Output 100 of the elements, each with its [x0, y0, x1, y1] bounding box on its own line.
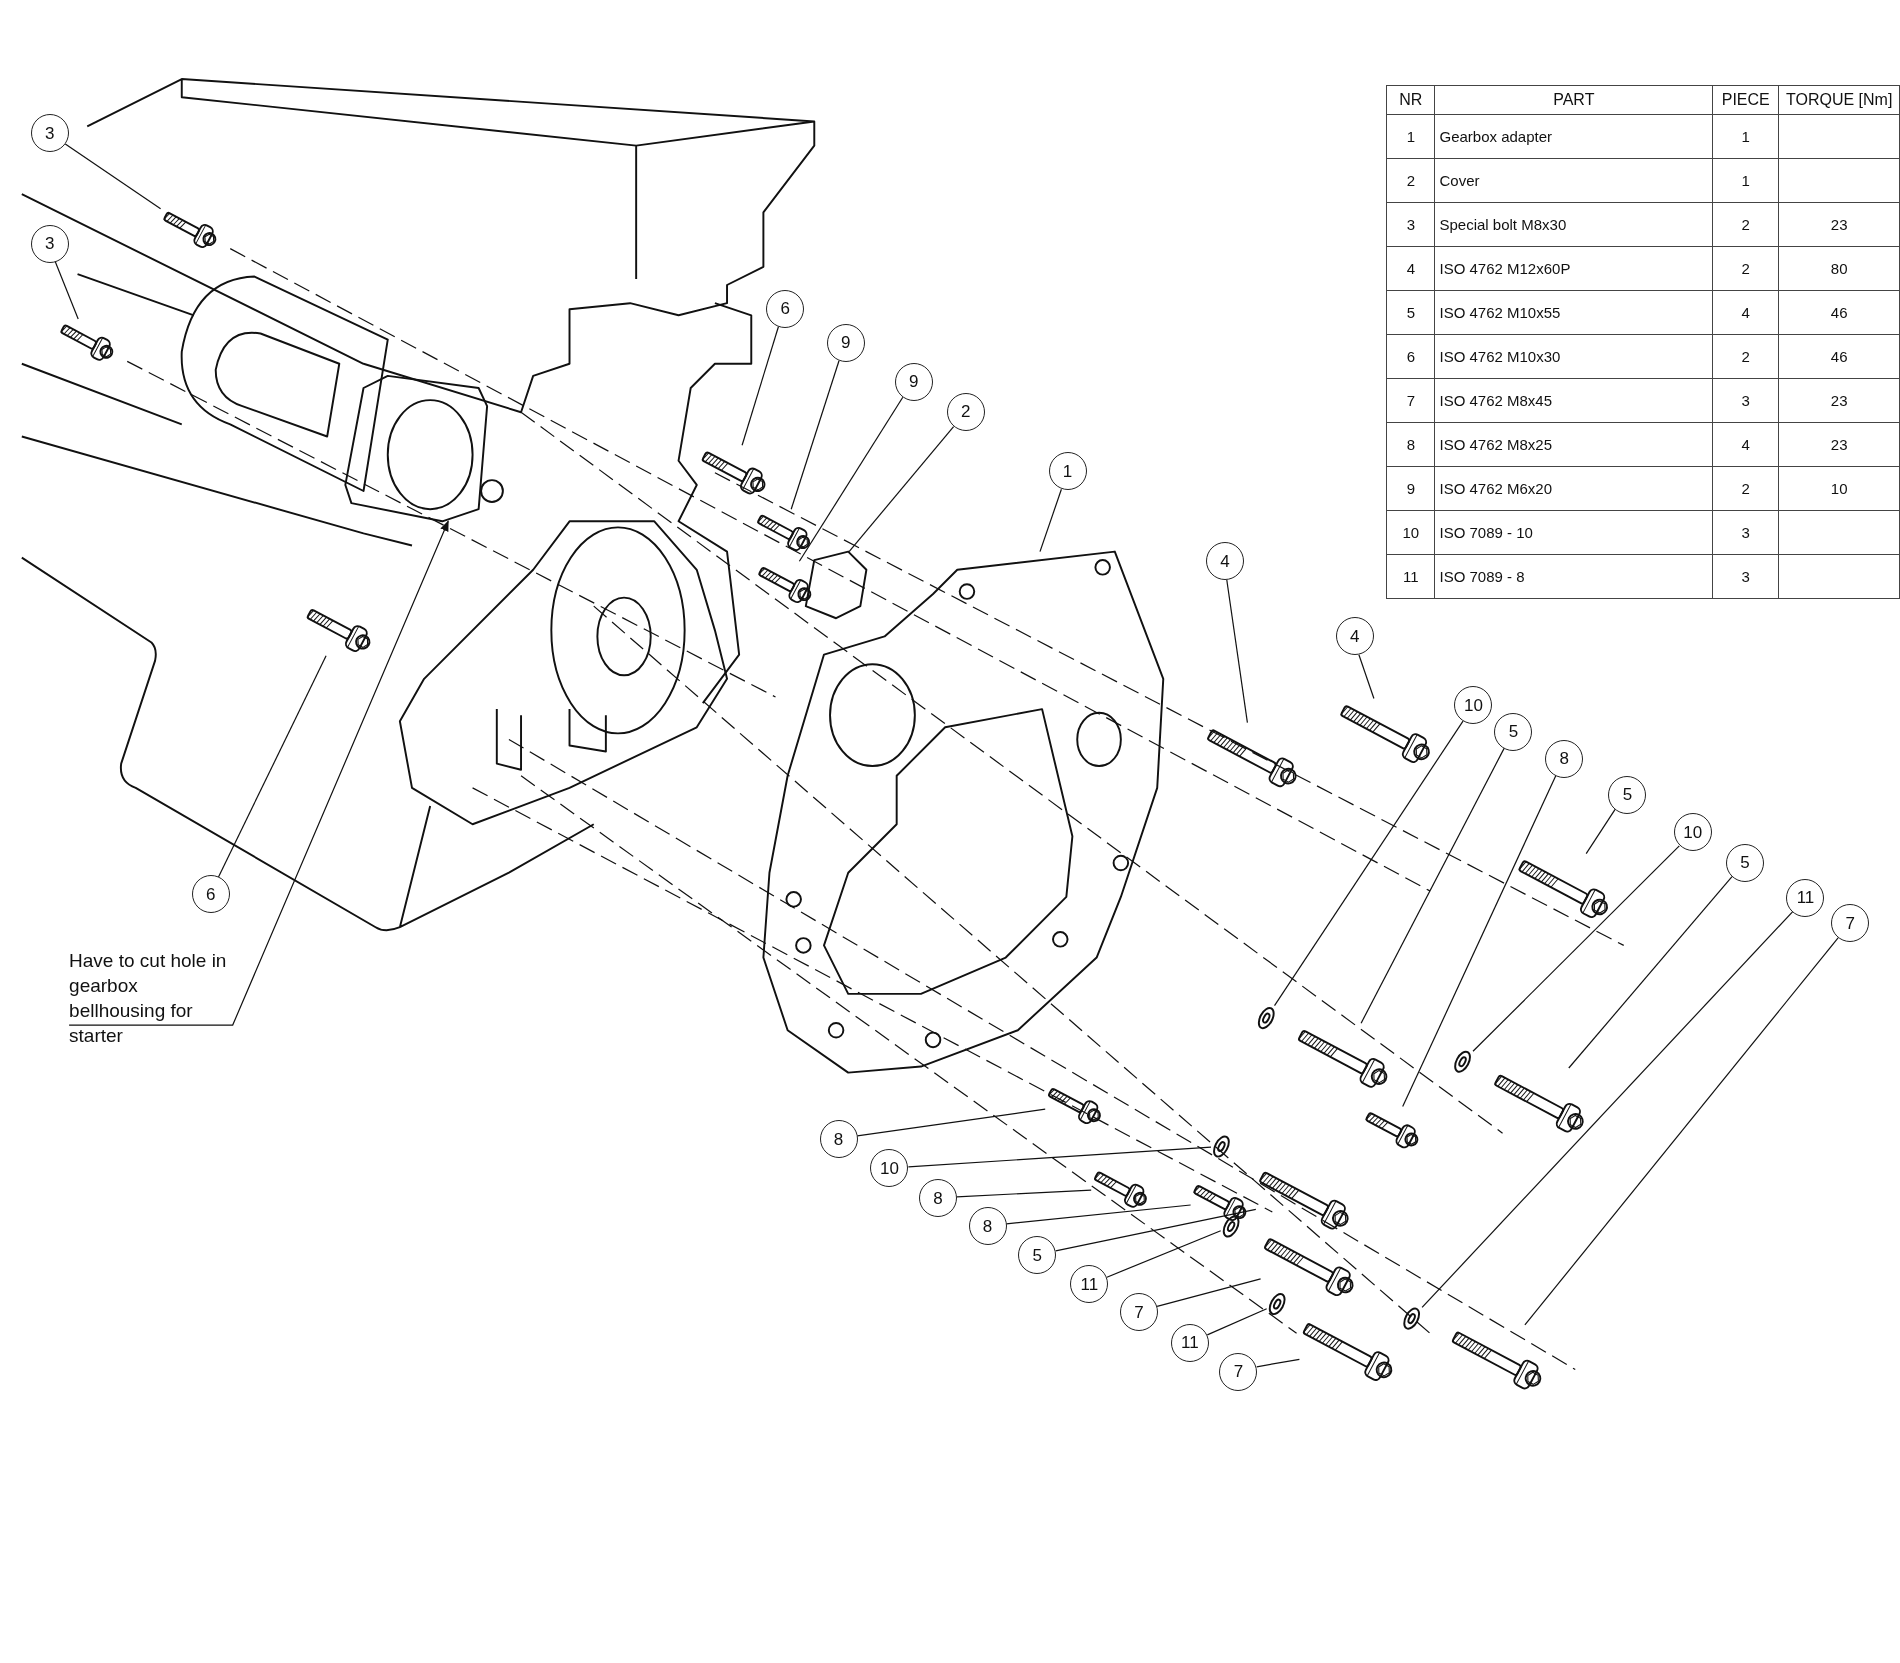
torque-value: 10 [1778, 466, 1900, 511]
bolt-drawing [1451, 1330, 1542, 1392]
leader-arrow [68, 520, 449, 1026]
bolt-drawing [162, 211, 217, 250]
column-header: TORQUE [Nm] [1778, 85, 1900, 115]
piece-count: 4 [1712, 290, 1779, 335]
item-number: 11 [1386, 554, 1435, 599]
part-name: ISO 4762 M12x60P [1435, 246, 1713, 291]
part-name: Cover [1435, 158, 1713, 203]
torque-value: 23 [1778, 422, 1900, 467]
adapter-plate-drawing [762, 550, 1165, 1074]
leader-line [1402, 775, 1557, 1108]
bolt-drawing [306, 608, 371, 654]
item-number: 2 [1386, 158, 1435, 203]
callout-number: 5 [1725, 843, 1764, 882]
callout-number: 11 [1070, 1265, 1109, 1304]
leader-line [856, 1108, 1046, 1137]
callout-number: 2 [946, 393, 985, 431]
callout-number: 8 [918, 1179, 957, 1218]
leader-line [1226, 579, 1248, 724]
leader-line [1585, 808, 1616, 855]
leader-line [1055, 1208, 1257, 1252]
piece-count: 2 [1712, 466, 1779, 511]
bolt-drawing [1364, 1111, 1419, 1150]
leader-line [1273, 720, 1464, 1007]
part-name: ISO 7089 - 8 [1435, 554, 1713, 599]
leader-line [54, 261, 79, 320]
callout-number: 9 [826, 323, 865, 362]
torque-value: 80 [1778, 246, 1900, 291]
bolt-drawing [1339, 704, 1430, 765]
leader-line [217, 655, 327, 878]
leader-line [1472, 845, 1680, 1052]
leader-line [1421, 911, 1794, 1308]
column-header: NR [1386, 85, 1435, 115]
item-number: 1 [1386, 114, 1435, 159]
callout-number: 10 [870, 1149, 909, 1188]
callout-number: 7 [1219, 1352, 1258, 1391]
leader-line [741, 326, 779, 446]
part-name: ISO 4762 M8x45 [1435, 378, 1713, 423]
leader-line [64, 143, 162, 210]
bolt-drawing [1263, 1237, 1354, 1298]
piece-count: 1 [1712, 114, 1779, 159]
bolt-drawing [701, 450, 766, 497]
piece-count: 2 [1712, 334, 1779, 379]
part-name: Gearbox adapter [1435, 114, 1713, 159]
torque-value: 23 [1778, 202, 1900, 247]
leader-line [848, 426, 955, 553]
callout-number: 3 [30, 114, 69, 153]
leader-line [1568, 876, 1733, 1069]
bolt-drawing [757, 566, 812, 605]
piece-count: 3 [1712, 378, 1779, 423]
leader-line [790, 360, 840, 510]
item-number: 4 [1386, 246, 1435, 291]
callout-number: 7 [1120, 1293, 1158, 1332]
callout-number: 3 [30, 224, 69, 263]
leader-line [1206, 1308, 1268, 1336]
part-name: ISO 4762 M8x25 [1435, 422, 1713, 467]
bolt-drawing [1047, 1087, 1101, 1126]
piece-count: 4 [1712, 422, 1779, 467]
leader-line [907, 1146, 1212, 1168]
torque-value: 46 [1778, 290, 1900, 335]
item-number: 5 [1386, 290, 1435, 335]
callout-number: 1 [1048, 452, 1087, 491]
starter-motor-drawing [180, 275, 504, 523]
piece-count: 2 [1712, 246, 1779, 291]
part-name: ISO 7089 - 10 [1435, 510, 1713, 555]
part-name: Special bolt M8x30 [1435, 202, 1713, 247]
callout-number: 9 [894, 362, 933, 401]
bolt-drawing [1093, 1170, 1147, 1210]
part-name: ISO 4762 M10x55 [1435, 290, 1713, 335]
leader-line [1256, 1358, 1300, 1368]
torque-value: 23 [1778, 378, 1900, 423]
bolt-drawing [1302, 1322, 1393, 1383]
leader-line [1360, 747, 1505, 1024]
item-number: 7 [1386, 378, 1435, 423]
callout-number: 11 [1786, 878, 1825, 917]
callout-number: 4 [1335, 617, 1374, 656]
washer-drawing [1403, 1307, 1421, 1330]
leader-line [1524, 937, 1839, 1326]
bolt-drawing [1493, 1074, 1584, 1135]
callout-number: 8 [968, 1207, 1007, 1246]
washer-drawing [1257, 1007, 1275, 1030]
callout-number: 8 [1545, 739, 1584, 778]
callout-number: 5 [1494, 712, 1533, 751]
callout-number: 5 [1608, 775, 1647, 814]
item-number: 3 [1386, 202, 1435, 247]
item-number: 9 [1386, 466, 1435, 511]
bolt-drawing [1297, 1029, 1388, 1090]
washer-drawing [1222, 1215, 1240, 1238]
piece-count: 1 [1712, 158, 1779, 203]
item-number: 10 [1386, 510, 1435, 555]
bolt-drawing [1206, 728, 1297, 789]
callout-number: 10 [1454, 686, 1493, 725]
leader-line [1358, 654, 1375, 700]
callout-number: 10 [1673, 813, 1712, 852]
washer-drawing [1213, 1135, 1230, 1158]
leader-line [1156, 1278, 1262, 1307]
part-name: ISO 4762 M10x30 [1435, 334, 1713, 379]
callout-number: 4 [1206, 542, 1245, 581]
cover-drawing [804, 550, 868, 620]
